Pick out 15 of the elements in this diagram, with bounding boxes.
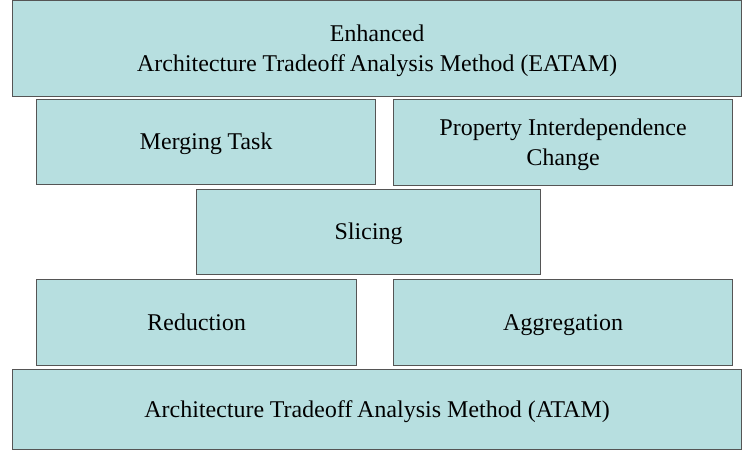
box-label: Reduction bbox=[147, 308, 246, 338]
process-box bbox=[12, 369, 742, 450]
box-label: Architecture Tradeoff Analysis Method (ATAM) bbox=[144, 396, 610, 424]
process-box bbox=[393, 279, 733, 366]
box-label: Merging Task bbox=[140, 128, 272, 157]
box-label: Enhanced bbox=[330, 20, 424, 48]
process-box bbox=[393, 99, 733, 186]
box-label: Aggregation bbox=[503, 308, 623, 338]
box-label: Slicing bbox=[334, 218, 402, 247]
process-box bbox=[196, 189, 541, 275]
process-box bbox=[36, 279, 357, 366]
process-box bbox=[36, 99, 376, 185]
process-box bbox=[12, 0, 742, 97]
box-label: Property Interdependence Change bbox=[438, 114, 688, 172]
box-label: Architecture Tradeoff Analysis Method (EATAM) bbox=[136, 50, 618, 78]
